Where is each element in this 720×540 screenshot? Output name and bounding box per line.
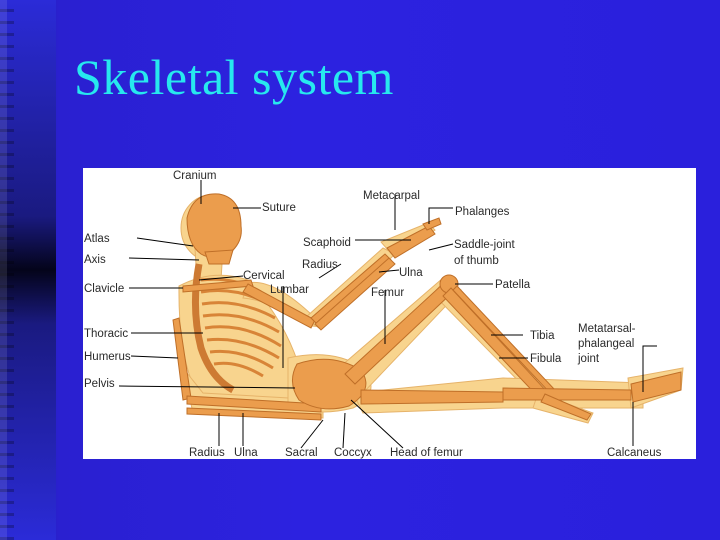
label-clavicle: Clavicle — [84, 283, 124, 295]
label-femur: Femur — [371, 287, 404, 299]
label-tibia: Tibia — [530, 330, 555, 342]
label-saddle-joint-line2: of thumb — [454, 255, 499, 267]
label-radius-upper: Radius — [302, 259, 338, 271]
label-radius-lower: Radius — [189, 447, 225, 459]
label-humerus: Humerus — [84, 351, 131, 363]
label-saddle-joint-line1: Saddle-joint — [454, 239, 516, 251]
skeleton-bones — [172, 193, 682, 421]
skeleton-figure: Cranium Suture Metacarpal Phalanges Atla… — [83, 168, 696, 459]
label-suture: Suture — [262, 202, 296, 214]
left-pattern-strip — [0, 0, 14, 540]
label-scaphoid: Scaphoid — [303, 237, 351, 249]
label-metatarsal-line3: joint — [577, 353, 600, 365]
left-decorative-bar — [0, 0, 56, 540]
skeleton-illustration: Cranium Suture Metacarpal Phalanges Atla… — [84, 170, 684, 459]
skull-bone — [186, 193, 242, 259]
label-axis: Axis — [84, 254, 106, 266]
label-metatarsal-line1: Metatarsal- — [578, 323, 636, 335]
label-metacarpal: Metacarpal — [363, 190, 420, 202]
label-ulna-lower: Ulna — [234, 447, 258, 459]
label-calcaneus: Calcaneus — [607, 447, 662, 459]
label-head-of-femur: Head of femur — [390, 447, 463, 459]
label-cervical: Cervical — [243, 270, 285, 282]
slide-title: Skeletal system — [74, 49, 394, 105]
label-cranium: Cranium — [173, 170, 216, 182]
label-thoracic: Thoracic — [84, 328, 128, 340]
label-fibula: Fibula — [530, 353, 562, 365]
label-metatarsal-line2: phalangeal — [578, 338, 634, 350]
label-ulna-upper: Ulna — [399, 267, 423, 279]
label-sacral: Sacral — [285, 447, 318, 459]
label-patella: Patella — [495, 279, 531, 291]
label-coccyx: Coccyx — [334, 447, 372, 459]
label-atlas: Atlas — [84, 233, 110, 245]
label-pelvis: Pelvis — [84, 378, 115, 390]
label-lumbar: Lumbar — [270, 284, 309, 296]
label-leader-lines — [118, 180, 657, 449]
label-phalanges: Phalanges — [455, 206, 510, 218]
